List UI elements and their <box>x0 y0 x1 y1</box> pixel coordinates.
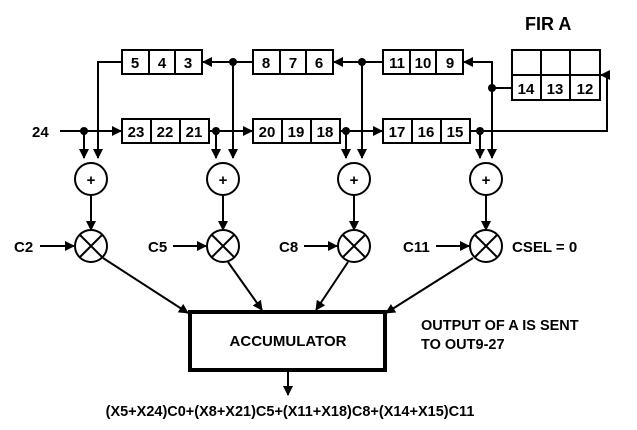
delay-cell-20: 20 <box>259 124 276 141</box>
output-note-line-2: TO OUT9-27 <box>421 337 505 353</box>
signal-wires <box>40 57 610 396</box>
adder-symbol: + <box>482 172 491 189</box>
fir-a-block: 14 13 12 <box>511 49 601 101</box>
coef-label-c5: C5 <box>148 239 167 256</box>
output-note-line-1: OUTPUT OF A IS SENT <box>421 318 579 334</box>
multiplier-3 <box>337 229 371 263</box>
junction-dots <box>80 58 496 135</box>
delay-cell-6: 6 <box>315 55 323 72</box>
delay-cell-3: 3 <box>184 55 192 72</box>
delay-cell-22: 22 <box>157 124 174 141</box>
fir-cell-14: 14 <box>518 81 535 98</box>
top-delay-group-2: 8 7 6 <box>252 49 334 75</box>
adder-3: + <box>337 162 371 196</box>
fir-title: FIR A <box>525 14 571 34</box>
fir-cell-12: 12 <box>577 81 594 98</box>
delay-cell-11: 11 <box>389 55 405 72</box>
delay-cell-17: 17 <box>389 124 406 141</box>
delay-cell-10: 10 <box>415 55 432 72</box>
delay-cell-18: 18 <box>317 124 334 141</box>
adder-symbol: + <box>350 172 359 189</box>
delay-cell-5: 5 <box>131 55 139 72</box>
multiplier-2 <box>206 229 240 263</box>
input-label: 24 <box>32 124 49 141</box>
delay-cell-16: 16 <box>418 124 435 141</box>
adder-2: + <box>206 162 240 196</box>
coef-label-c11: C11 <box>403 239 430 256</box>
coef-label-c8: C8 <box>279 239 298 256</box>
delay-cell-4: 4 <box>158 55 167 72</box>
adder-symbol: + <box>219 172 228 189</box>
fir-cell-13: 13 <box>547 81 564 98</box>
top-delay-group-1: 5 4 3 <box>121 49 203 75</box>
adder-1: + <box>74 162 108 196</box>
coef-label-c2: C2 <box>14 239 33 256</box>
delay-cell-9: 9 <box>446 55 454 72</box>
delay-cell-21: 21 <box>186 124 203 141</box>
top-delay-group-3: 11 10 9 <box>382 49 464 75</box>
multiplier-4 <box>469 229 503 263</box>
delay-cell-19: 19 <box>288 124 305 141</box>
delay-cell-15: 15 <box>447 124 464 141</box>
accumulator-block: ACCUMULATOR <box>188 310 387 372</box>
delay-cell-7: 7 <box>289 55 297 72</box>
output-formula: (X5+X24)C0+(X8+X21)C5+(X11+X18)C8+(X14+X… <box>106 404 475 420</box>
accumulator-label: ACCUMULATOR <box>230 333 347 350</box>
delay-cell-23: 23 <box>128 124 145 141</box>
bottom-delay-group-2: 20 19 18 <box>252 118 341 144</box>
bottom-delay-group-1: 23 22 21 <box>121 118 210 144</box>
bottom-delay-group-3: 17 16 15 <box>382 118 471 144</box>
multiplier-1 <box>74 229 108 263</box>
delay-cell-8: 8 <box>262 55 270 72</box>
adder-symbol: + <box>87 172 96 189</box>
csel-label: CSEL = 0 <box>512 239 577 256</box>
adder-4: + <box>469 162 503 196</box>
